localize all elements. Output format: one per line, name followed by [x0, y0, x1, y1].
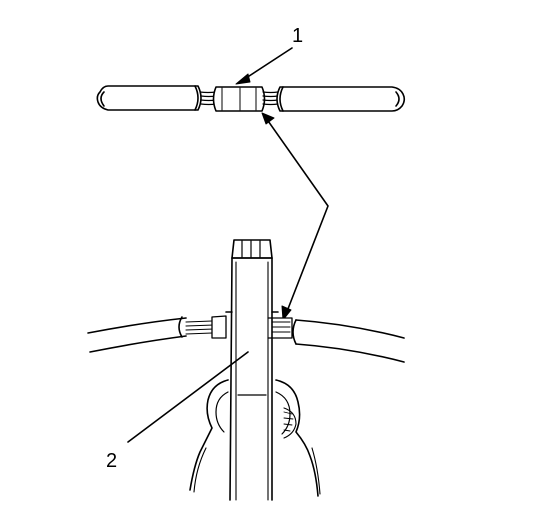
left-wire-insulation — [97, 86, 201, 110]
splice-sleeve — [214, 87, 265, 111]
crimping-tool — [190, 240, 320, 500]
right-wire-insulation — [277, 87, 404, 111]
callout-2-label: 2 — [106, 450, 118, 472]
callout-1-label: 1 — [292, 25, 304, 47]
spliced-wire-assembly — [97, 86, 404, 111]
lower-right-wire — [268, 318, 404, 362]
callout-1-leader — [236, 48, 292, 84]
connector-arrow — [262, 113, 328, 320]
lower-left-wire — [88, 316, 226, 352]
crimping-scene — [88, 240, 404, 500]
callout-2-leader — [128, 352, 248, 442]
